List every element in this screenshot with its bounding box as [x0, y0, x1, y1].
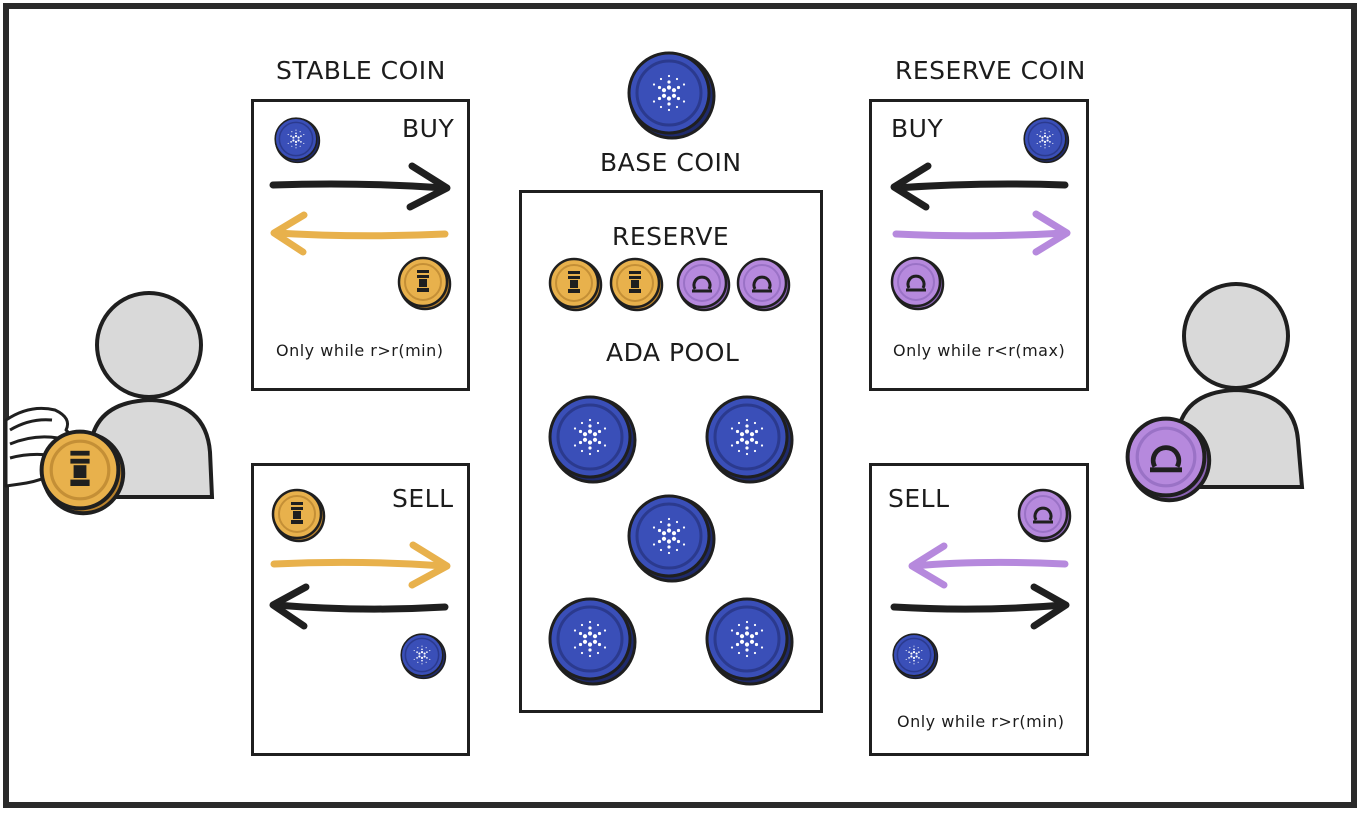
- stable-coin-icon: [548, 257, 603, 312]
- reserve-sell-condition: Only while r>r(min): [897, 712, 1065, 731]
- sell-out-arrow: [890, 583, 1070, 630]
- stable-coin-icon: [397, 256, 452, 311]
- reserve-coin-icon: [1128, 419, 1210, 501]
- base-coin-icon: [629, 53, 714, 138]
- reserve-coin-title: RESERVE COIN: [895, 56, 1086, 85]
- ada-coin-icon: [275, 118, 319, 162]
- reserve-section-label: RESERVE: [612, 222, 730, 251]
- ada-coin-icon: [401, 634, 445, 678]
- stable-coin-icon: [42, 432, 124, 514]
- base-coin-title: BASE COIN: [600, 148, 742, 177]
- buy-in-arrow: [269, 162, 451, 211]
- sell-in-arrow: [908, 542, 1069, 589]
- reserve-coin-icon: [890, 256, 945, 311]
- buy-out-arrow: [270, 211, 449, 256]
- ada-coin-icon: [1024, 118, 1068, 162]
- reserve-sell-label: SELL: [888, 484, 950, 513]
- stable-coin-title: STABLE COIN: [276, 56, 446, 85]
- ada-coin-icon: [550, 599, 635, 684]
- buy-out-arrow: [892, 210, 1071, 256]
- ada-coin-icon: [707, 397, 792, 482]
- user-icon: [1172, 282, 1305, 489]
- reserve-coin-icon: [736, 257, 791, 312]
- sell-in-arrow: [270, 541, 451, 589]
- user-icon: [88, 291, 215, 499]
- ada-coin-icon: [629, 496, 714, 581]
- stable-buy-label: BUY: [402, 114, 455, 143]
- ada-coin-icon: [707, 599, 792, 684]
- reserve-coin-icon: [676, 257, 731, 312]
- stable-coin-icon: [609, 257, 664, 312]
- ada-pool-label: ADA POOL: [606, 338, 740, 367]
- buy-in-arrow: [890, 162, 1069, 211]
- stable-buy-condition: Only while r>r(min): [276, 341, 444, 360]
- reserve-buy-condition: Only while r<r(max): [893, 341, 1066, 360]
- stable-coin-icon: [271, 488, 326, 543]
- ada-coin-icon: [893, 634, 937, 678]
- stable-sell-label: SELL: [392, 484, 454, 513]
- sell-out-arrow: [269, 583, 449, 630]
- ada-coin-icon: [550, 397, 635, 482]
- reserve-buy-label: BUY: [891, 114, 944, 143]
- reserve-coin-icon: [1017, 488, 1072, 543]
